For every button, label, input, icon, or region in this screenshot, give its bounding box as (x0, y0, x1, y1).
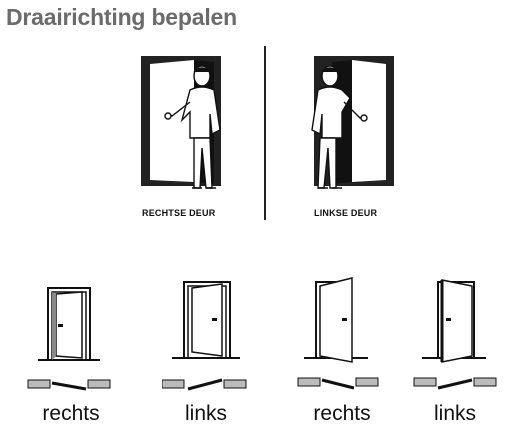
door-label-rechts-2: rechts (313, 402, 371, 425)
door-diagram-rechts-1 (27, 287, 111, 391)
door-diagram-links-2 (413, 279, 497, 390)
door-diagram-rechts-2 (297, 277, 379, 390)
door-diagram-links-1 (162, 281, 247, 391)
divider (264, 46, 266, 220)
man-figure (311, 65, 368, 189)
right-door-illustration (141, 56, 221, 189)
door-label-links-2: links (433, 402, 477, 425)
left-door-caption: LINKSE DEUR (314, 208, 378, 218)
man-figure (164, 65, 221, 189)
door-label-rechts-1: rechts (42, 402, 100, 425)
left-door-illustration (311, 56, 394, 189)
right-door-caption: RECHTSE DEUR (142, 208, 216, 218)
page-title: Draairichting bepalen (6, 4, 237, 30)
door-label-links-1: links (184, 402, 228, 425)
